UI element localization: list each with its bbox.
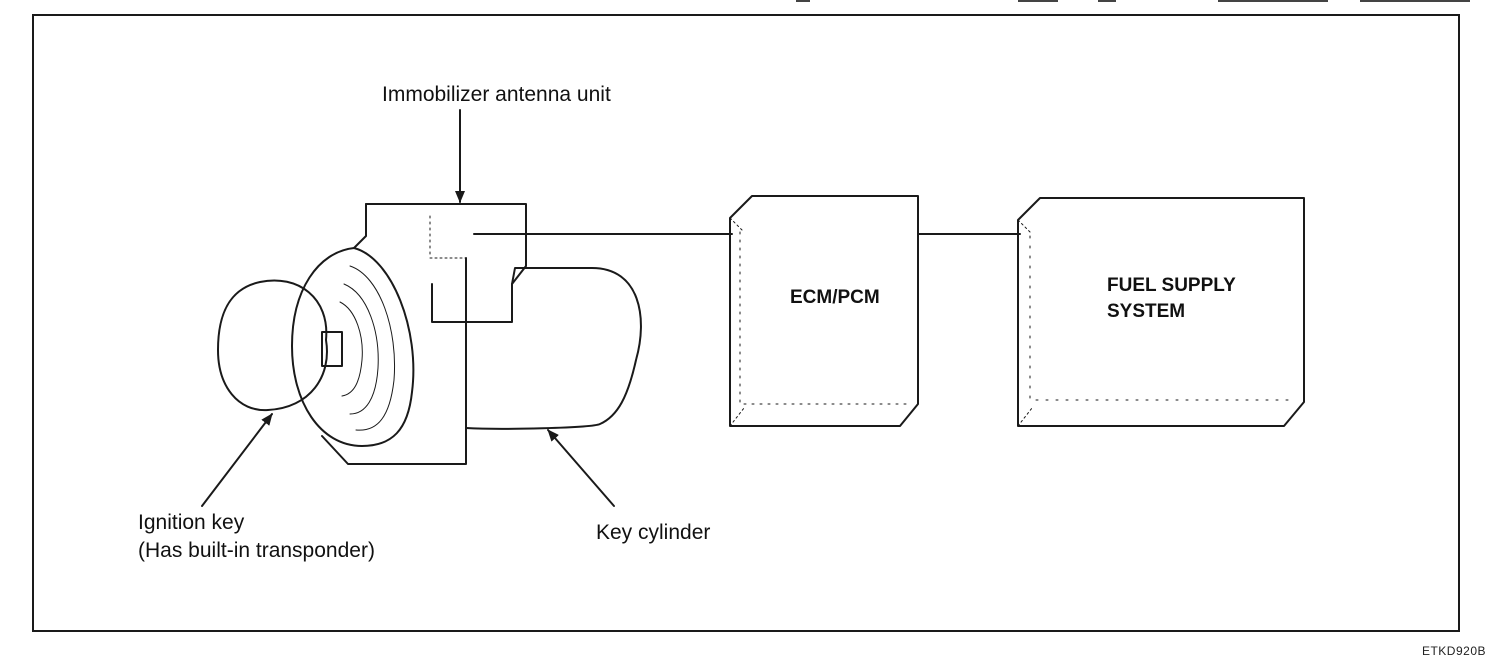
ecm-pcm-box <box>729 195 919 427</box>
scan-mark <box>796 0 810 2</box>
ignition-key-leader-arrow <box>201 413 273 507</box>
scan-mark <box>1218 0 1328 2</box>
ignition-key-note: (Has built-in transponder) <box>138 539 375 562</box>
antenna-unit-housing <box>321 203 527 465</box>
diagram-frame <box>32 14 1460 632</box>
scan-mark <box>1018 0 1058 2</box>
ecm-pcm-label: ECM/PCM <box>790 287 880 308</box>
fuel-supply-box <box>1017 197 1305 427</box>
fuel-supply-label-line1: FUEL SUPPLY <box>1107 275 1236 296</box>
scan-mark <box>1360 0 1470 2</box>
key-cylinder-leader-arrow <box>547 429 615 507</box>
figure-code: ETKD920B <box>1421 644 1486 658</box>
key-cylinder-body <box>465 267 642 430</box>
antenna-unit-label: Immobilizer antenna unit <box>382 83 611 106</box>
ignition-key-head <box>217 279 343 412</box>
key-cylinder-label: Key cylinder <box>596 521 711 544</box>
fuel-supply-label-line2: SYSTEM <box>1107 301 1186 322</box>
lock-face <box>291 247 415 447</box>
scan-mark <box>1098 0 1116 2</box>
ignition-key-label: Ignition key <box>138 511 245 534</box>
